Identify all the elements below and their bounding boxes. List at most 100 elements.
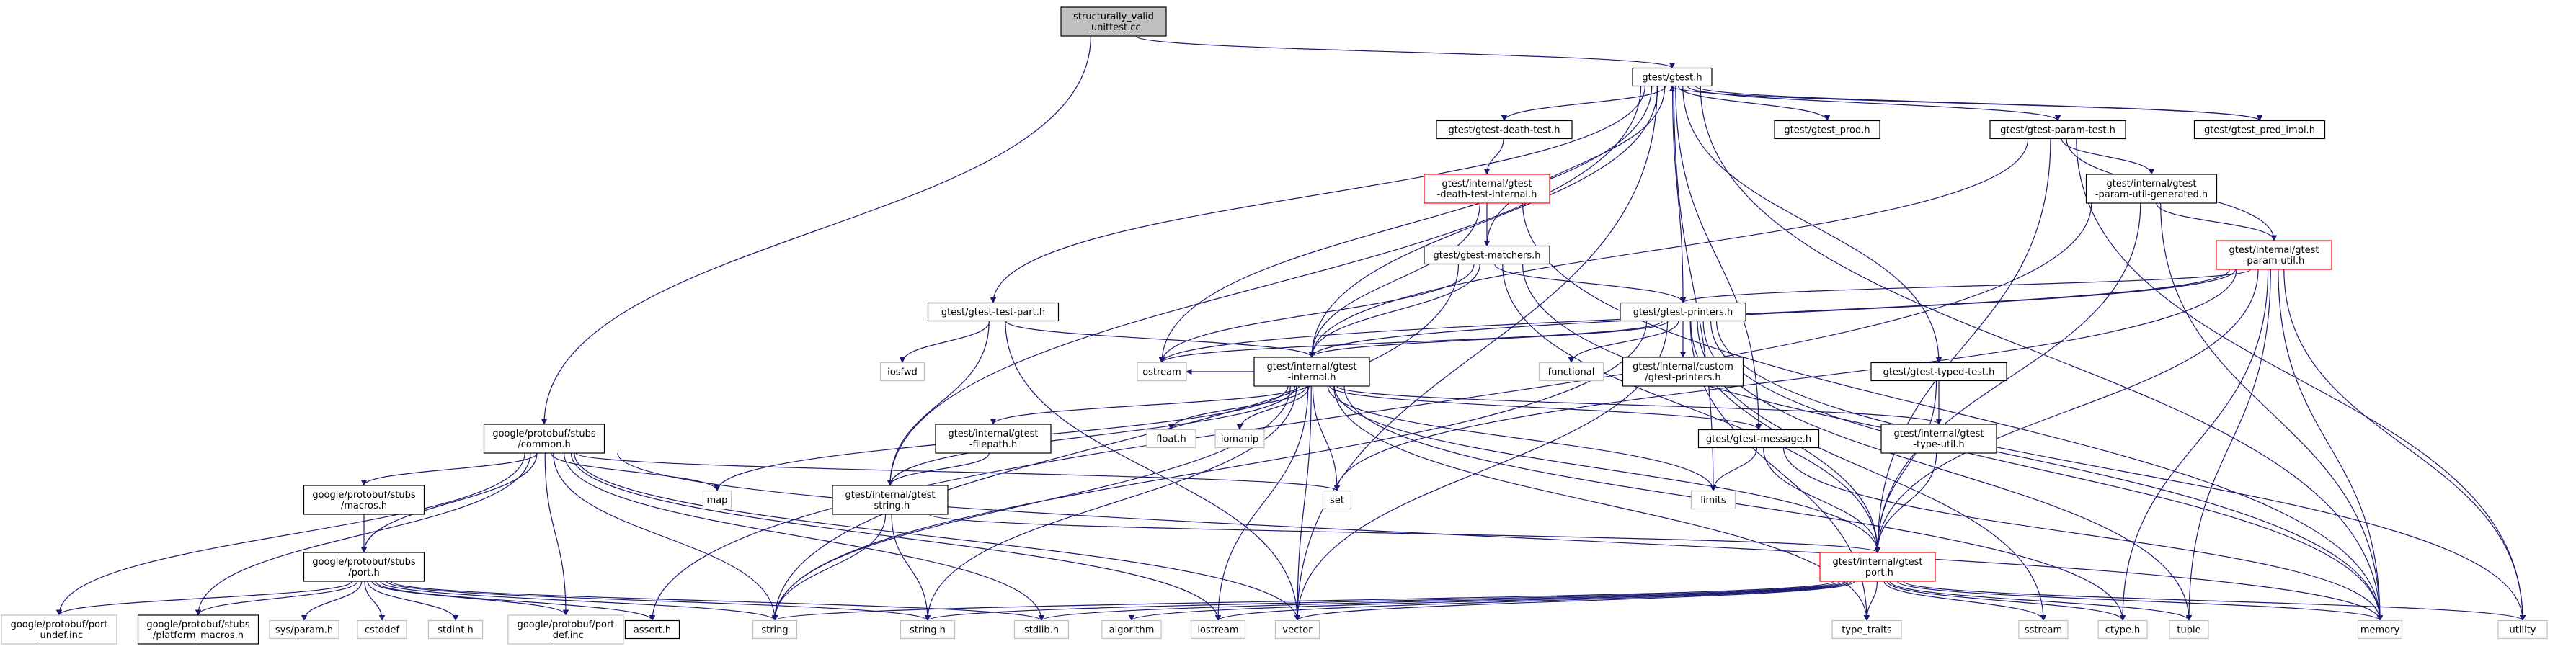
node-message[interactable]: gtest/gtest-message.h <box>1697 429 1820 449</box>
edge-common-to-string <box>553 452 778 622</box>
node-root-label-1: _unittest.cc <box>1085 22 1140 33</box>
node-string: string <box>752 619 798 640</box>
node-matchers-label-0: gtest/gtest-matchers.h <box>1433 251 1540 261</box>
edge-port_h-to-sys_param <box>301 581 363 622</box>
node-iostream-box <box>1190 619 1246 640</box>
edge-param_util_gen-to-memory <box>2160 202 2384 622</box>
node-param_util[interactable]: gtest/internal/gtest-param-util.h <box>2216 240 2332 270</box>
edge-gstring-to-string_h <box>891 514 931 622</box>
edge-internal-to-type_traits <box>1333 385 1870 622</box>
edge-port_h-to-stdint <box>367 581 459 622</box>
edge-message-to-memory <box>1782 447 2384 622</box>
edge-internal-to-message <box>1329 385 1762 431</box>
node-typed_test-label-0: gtest/gtest-typed-test.h <box>1883 367 1995 378</box>
node-typed_test[interactable]: gtest/gtest-typed-test.h <box>1870 362 2007 382</box>
edge-internal-to-type_util <box>1336 385 1942 425</box>
edge-root-to-common <box>541 35 1091 425</box>
edge-gtest-to-memory <box>1700 86 2384 622</box>
edge-printers-to-memory <box>1710 321 2384 622</box>
node-death_test-box <box>1436 120 1573 140</box>
edge-port_h-to-string <box>380 581 778 622</box>
node-matchers[interactable]: gtest/gtest-matchers.h <box>1424 245 1550 265</box>
node-gstring[interactable]: gtest/internal/gtest-string.h <box>832 485 949 515</box>
node-map-label-0: map <box>707 496 728 506</box>
node-macros[interactable]: google/protobuf/stubs/macros.h <box>303 485 425 515</box>
node-type_util[interactable]: gtest/internal/gtest-type-util.h <box>1880 424 1997 454</box>
node-gstring-label-0: gtest/internal/gtest <box>845 490 935 501</box>
edge-port_h-to-port_undef <box>55 581 352 616</box>
node-iomanip-box <box>1214 429 1265 449</box>
node-string_h-box <box>900 619 956 640</box>
node-port_undef-label-1: _undef.inc <box>35 630 83 641</box>
node-assert[interactable]: assert.h <box>624 619 680 640</box>
node-test_part[interactable]: gtest/gtest-test-part.h <box>927 302 1060 322</box>
node-printers[interactable]: gtest/gtest-printers.h <box>1620 302 1746 322</box>
edge-internal-to-iomanip <box>1236 385 1310 431</box>
edge-gtest-to-printers <box>1672 86 1687 304</box>
edge-param_test-to-internal <box>1308 138 2029 358</box>
node-param_util_gen-label-0: gtest/internal/gtest <box>2106 179 2196 189</box>
node-gport-label-1: -port.h <box>1862 568 1893 578</box>
node-param_util_gen-label-1: -param-util-generated.h <box>2095 189 2208 200</box>
edge-printers-to-internal <box>1308 320 1669 358</box>
edge-param_util-to-printers <box>1680 269 2251 304</box>
node-functional-box <box>1538 362 1604 382</box>
node-vector-box <box>1274 619 1320 640</box>
edge-printers-to-ostream <box>1158 320 1663 364</box>
node-gstring-label-1: -string.h <box>871 501 910 511</box>
node-prod-box <box>1774 120 1880 140</box>
node-pred_impl[interactable]: gtest/gtest_pred_impl.h <box>2193 120 2326 140</box>
node-death_test-label-0: gtest/gtest-death-test.h <box>1448 125 1560 136</box>
node-death_internal-label-1: -death-test-internal.h <box>1437 189 1537 200</box>
node-test_part-label-0: gtest/gtest-test-part.h <box>941 308 1045 318</box>
edge-filepath-to-gstring <box>887 452 990 486</box>
node-cstddef-label-0: cstddef <box>365 625 400 636</box>
node-common[interactable]: google/protobuf/stubs/common.h <box>483 424 605 454</box>
node-ostream: ostream <box>1137 362 1187 382</box>
node-param_util_gen[interactable]: gtest/internal/gtest-param-util-generate… <box>2085 174 2218 204</box>
node-algorithm-label-0: algorithm <box>1109 625 1155 636</box>
node-iomanip: iomanip <box>1214 429 1265 449</box>
node-stdlib-box <box>1013 619 1070 640</box>
edge-gtest-to-gstring <box>887 86 1642 486</box>
edge-internal-to-string_h <box>924 385 1297 622</box>
node-port_def-label-1: _def.inc <box>547 630 584 641</box>
edge-internal-to-limits <box>1327 385 1717 492</box>
node-param_test[interactable]: gtest/gtest-param-test.h <box>1989 120 2126 140</box>
node-port_h[interactable]: google/protobuf/stubs/port.h <box>303 552 425 582</box>
edge-gport-to-utility <box>1903 581 2526 622</box>
node-macros-box <box>303 485 425 515</box>
node-functional-label-0: functional <box>1548 367 1595 378</box>
node-internal[interactable]: gtest/internal/gtest-internal.h <box>1253 357 1370 387</box>
node-death_internal-label-0: gtest/internal/gtest <box>1442 179 1532 189</box>
node-pred_impl-box <box>2193 120 2326 140</box>
node-string_h: string.h <box>900 619 956 640</box>
edge-gtest-to-vector <box>1294 86 1658 622</box>
edge-common-to-memory <box>617 452 2384 622</box>
node-custom_printers[interactable]: gtest/internal/custom/gtest-printers.h <box>1622 357 1744 387</box>
edge-param_util-to-tuple <box>2185 269 2271 622</box>
node-death_test[interactable]: gtest/gtest-death-test.h <box>1436 120 1573 140</box>
node-sys_param: sys/param.h <box>269 619 339 640</box>
node-filepath[interactable]: gtest/internal/gtest-filepath.h <box>935 424 1052 454</box>
node-platform_macros[interactable]: google/protobuf/stubs/platform_macros.h <box>137 614 259 645</box>
node-message-label-0: gtest/gtest-message.h <box>1706 434 1811 445</box>
node-death_internal[interactable]: gtest/internal/gtest-death-test-internal… <box>1424 174 1550 204</box>
edge-typed_test-to-gport <box>1874 380 1937 553</box>
node-gtest[interactable]: gtest/gtest.h <box>1632 67 1713 87</box>
node-iostream-label-0: iostream <box>1197 625 1238 636</box>
edge-matchers-to-gport <box>1502 264 1881 553</box>
edge-gtest-to-ostream <box>1158 86 1653 364</box>
edge-death_internal-to-internal <box>1308 202 1480 358</box>
node-limits-label-0: limits <box>1700 496 1726 506</box>
node-cstddef: cstddef <box>357 619 407 640</box>
edge-param_util-to-memory <box>2278 269 2384 622</box>
edge-port_h-to-cstddef <box>364 581 386 622</box>
edge-gport-to-string <box>772 581 1834 622</box>
node-vector: vector <box>1274 619 1320 640</box>
edge-matchers-to-string <box>771 264 1460 622</box>
edge-port_h-to-stdlib <box>391 581 1044 622</box>
node-gport[interactable]: gtest/internal/gtest-port.h <box>1819 552 1936 582</box>
node-vector-label-0: vector <box>1282 625 1313 636</box>
node-prod[interactable]: gtest/gtest_prod.h <box>1774 120 1880 140</box>
